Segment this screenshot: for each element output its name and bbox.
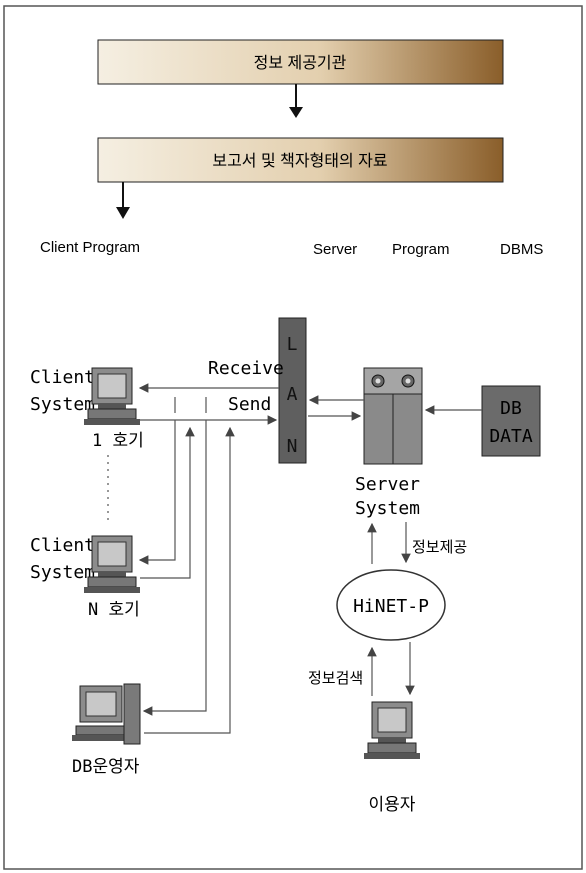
computer-icon [84,367,140,425]
lan-letter-l: L [287,334,298,355]
outer-border [3,5,583,870]
provider-box-label: 정보 제공기관 [254,54,347,72]
info-search-label: 정보검색 [308,669,363,687]
computer-icon [84,535,140,593]
operator-send-line [144,426,235,734]
clientn-label-line1: Client [30,535,95,556]
hinet-label: HiNET-P [353,596,429,617]
server-label: Server [313,241,357,258]
arrow-down-icon [116,207,130,219]
client1-label-line1: Client [30,367,95,388]
db-data-line1: DB [500,398,522,419]
dbms-label: DBMS [500,241,543,258]
lan-letter-a: A [287,384,298,405]
workstation-icon [72,683,141,745]
client1-caption: 1 호기 [92,431,144,451]
receive-label: Receive [208,358,284,379]
lan-bar [278,317,307,464]
lan-letter-n: N [287,436,298,457]
db-data-line2: DATA [489,426,533,447]
server-label-line2: System [355,498,420,519]
computer-icon [364,701,420,759]
info-provide-label: 정보제공 [412,538,467,556]
send-label: Send [228,394,271,415]
client1-label-line2: System [30,394,95,415]
db-operator-label: DB운영자 [72,757,140,777]
clientn-send-line [140,426,195,579]
clientn-caption: N 호기 [88,600,140,620]
hinet-cloud [336,569,446,641]
report-box-label: 보고서 및 책자형태의 자료 [212,152,387,170]
arrow-down-icon [289,107,303,118]
operator-receive-line [142,420,207,716]
server-icon [363,367,423,465]
user-label: 이용자 [369,795,416,815]
db-data-box [481,385,541,457]
program-label: Program [392,241,450,258]
report-box [97,137,504,183]
provider-box [97,39,504,85]
clientn-receive-line [138,420,176,565]
client-program-label: Client Program [40,239,140,256]
server-label-line1: Server [355,474,420,495]
clientn-label-line2: System [30,562,95,583]
